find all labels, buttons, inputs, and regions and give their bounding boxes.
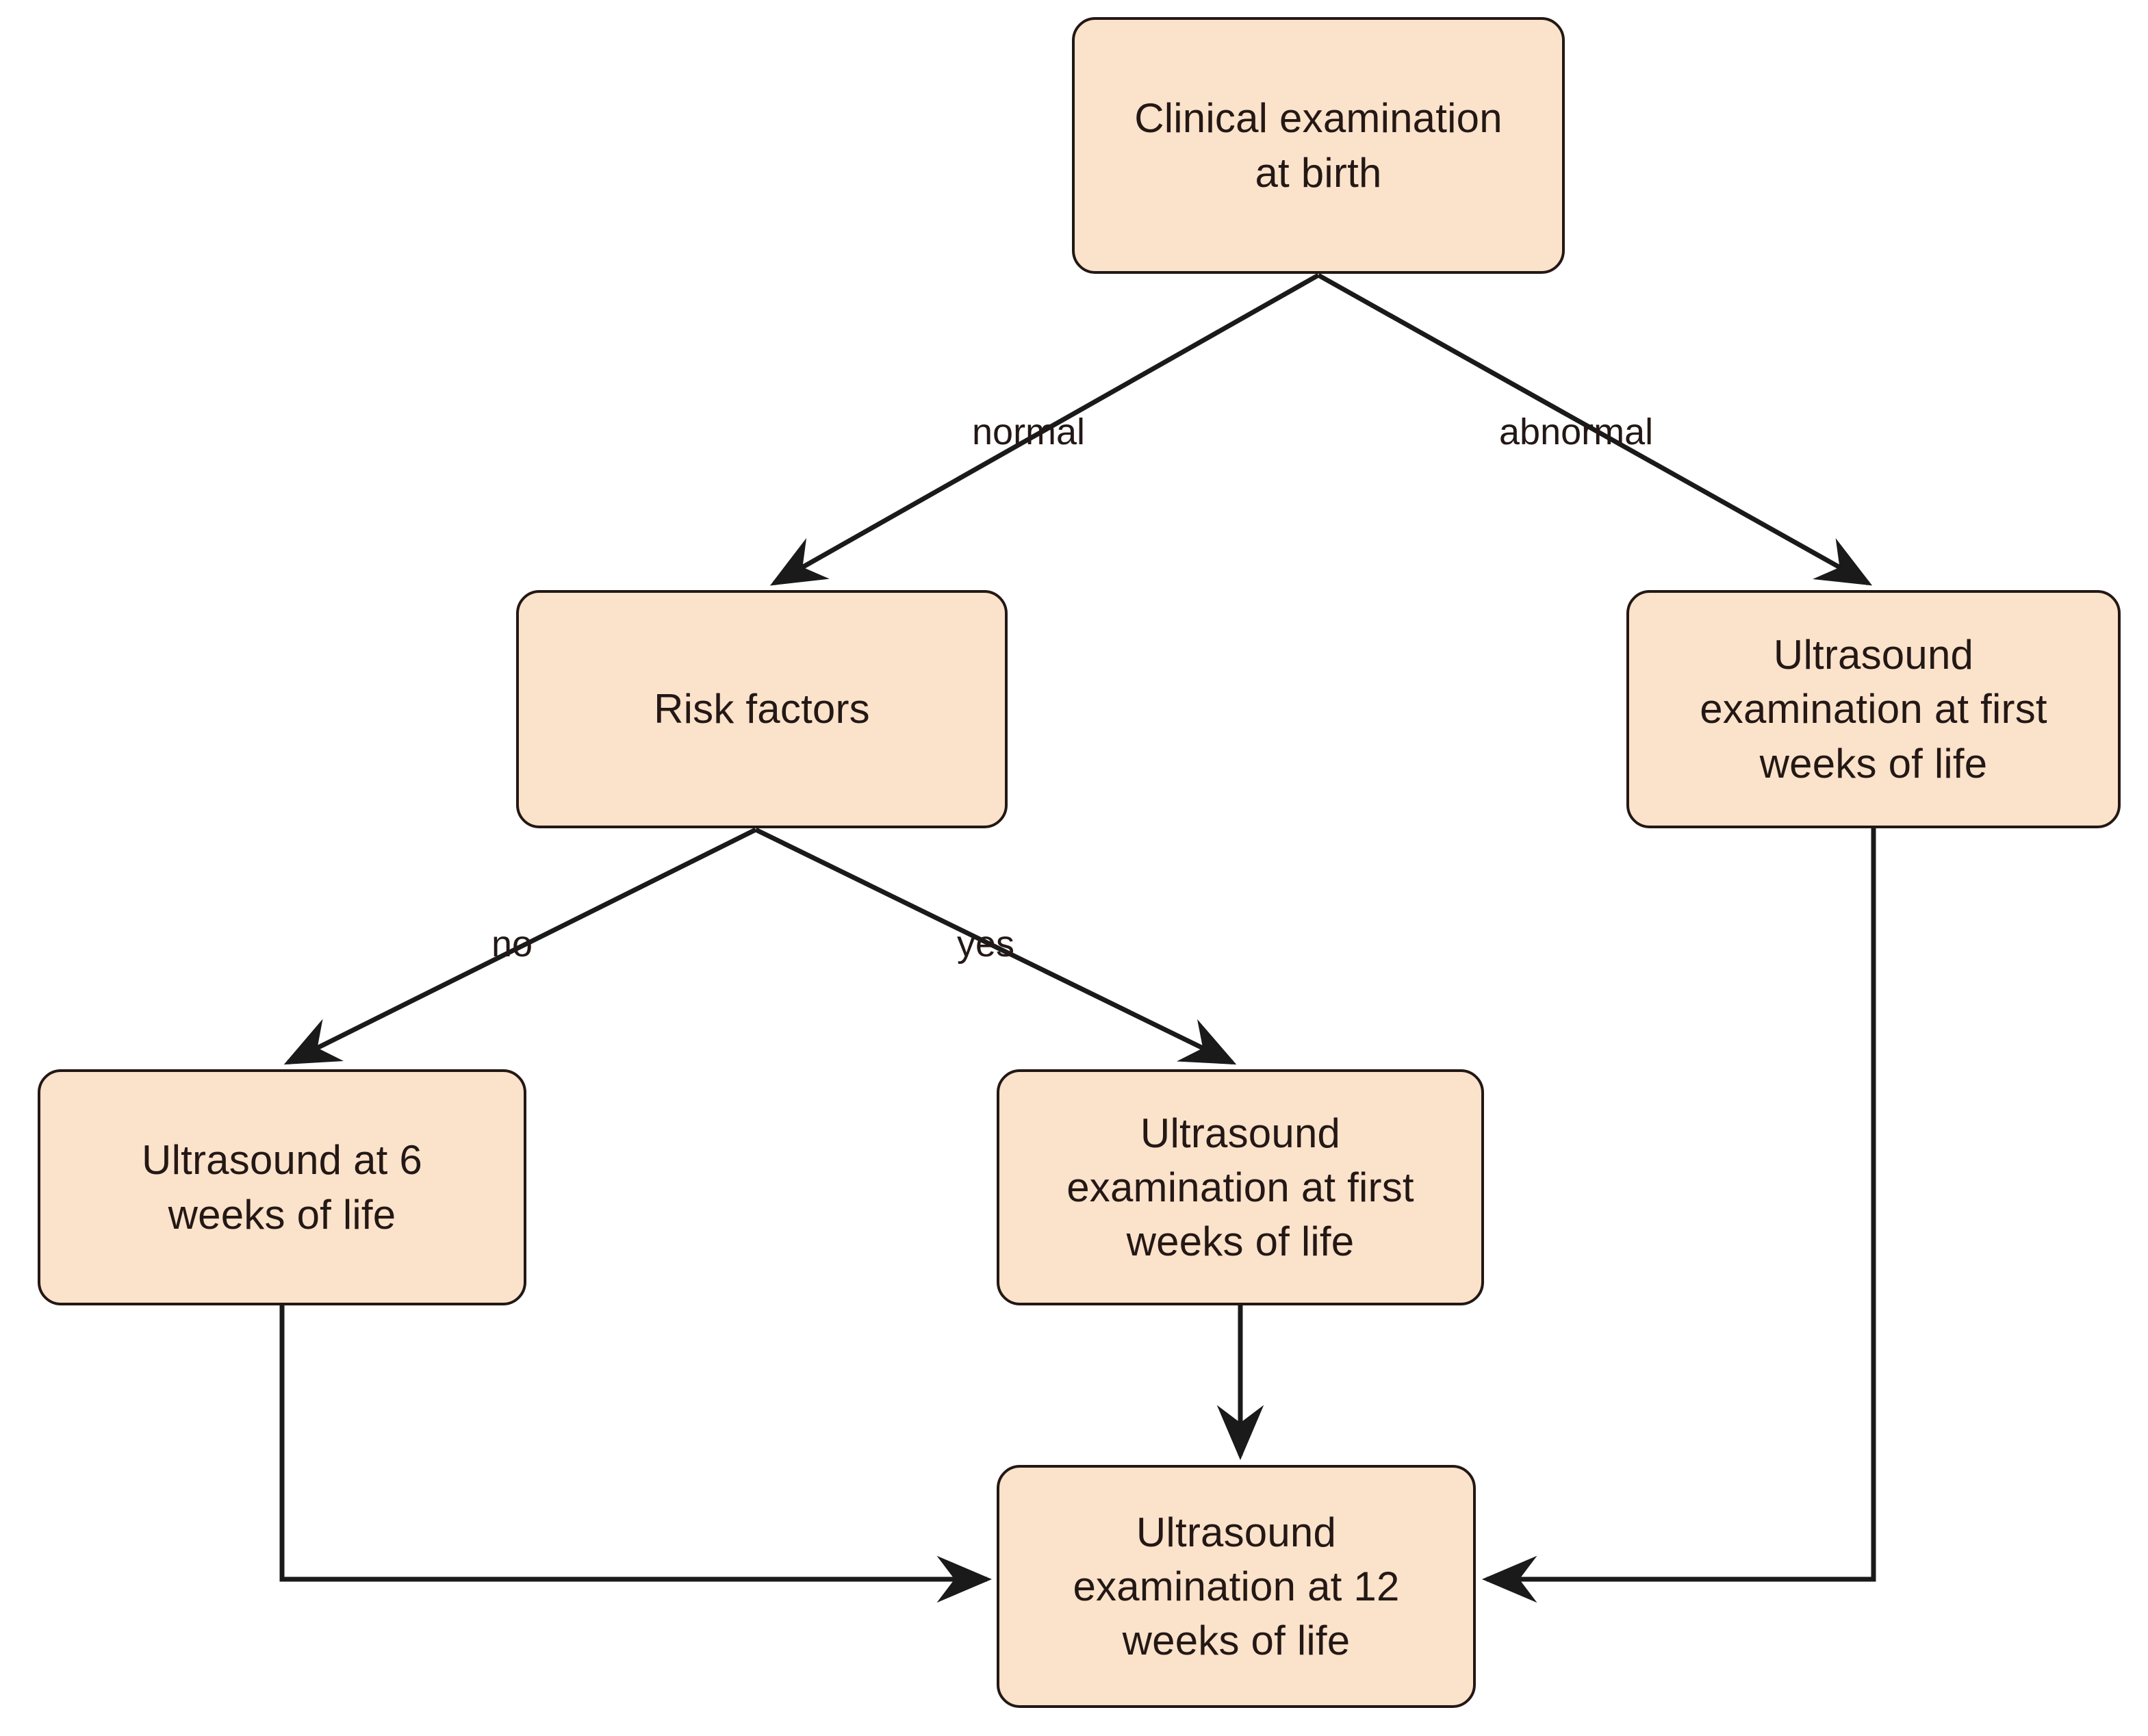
node-ultrasound-12-weeks[interactable]: Ultrasound examination at 12 weeks of li… — [997, 1465, 1476, 1708]
node-clinical-exam-at-birth[interactable]: Clinical examination at birth — [1072, 17, 1565, 274]
node-risk-factors[interactable]: Risk factors — [516, 590, 1008, 828]
edge-us-first-weeks-right-to-12 — [1482, 828, 1876, 1603]
edge-label-yes: yes — [957, 923, 1015, 965]
edge-us-6-weeks-to-12 — [279, 1305, 992, 1603]
edge-label-normal: normal — [972, 411, 1086, 452]
node-ultrasound-first-weeks-middle[interactable]: Ultrasound examination at first weeks of… — [997, 1069, 1484, 1305]
edge-label-no: no — [491, 923, 533, 965]
edge-label-abnormal: abnormal — [1499, 411, 1654, 452]
node-ultrasound-6-weeks[interactable]: Ultrasound at 6 weeks of life — [38, 1069, 526, 1305]
node-ultrasound-first-weeks-right[interactable]: Ultrasound examination at first weeks of… — [1626, 590, 2121, 828]
